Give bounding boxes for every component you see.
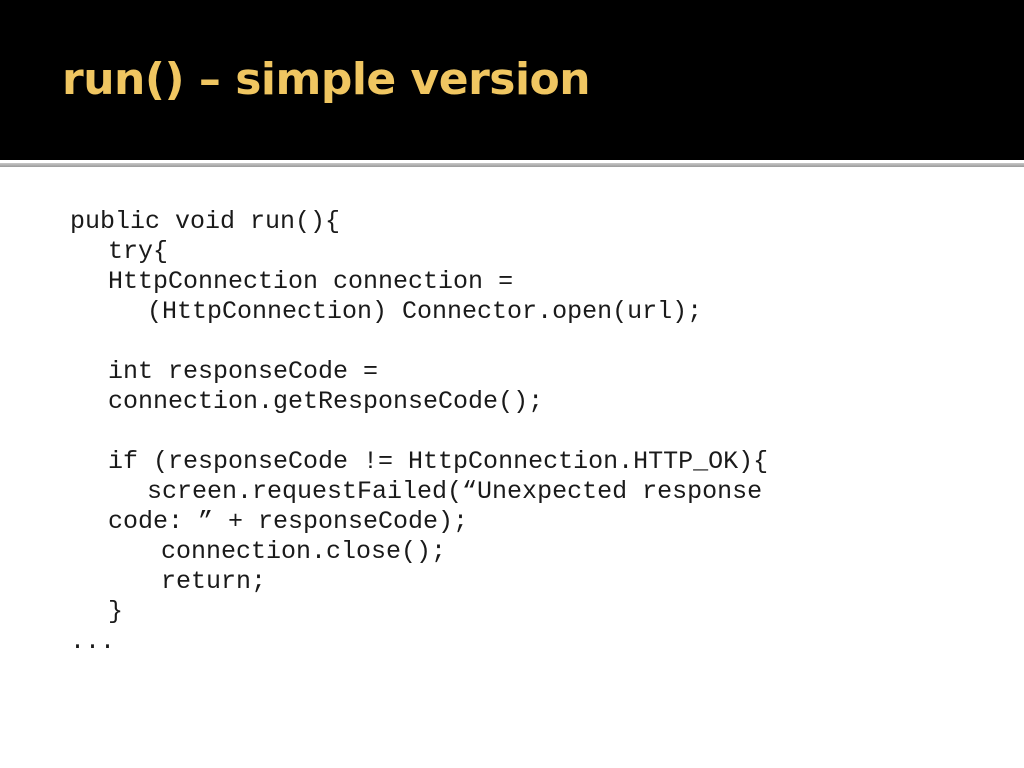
code-line-return: return; xyxy=(161,567,267,596)
code-line-blank xyxy=(70,327,970,357)
slide-title: run() – simple version xyxy=(62,54,591,105)
code-line-request-failed: screen.requestFailed(“Unexpected respons… xyxy=(147,477,763,506)
code-line-response-code-declaration: int responseCode = xyxy=(108,357,379,386)
code-block: public void run(){ try{ HttpConnection c… xyxy=(70,207,970,657)
code-line-ellipsis: ... xyxy=(70,627,116,656)
code-line-connector-open: (HttpConnection) Connector.open(url); xyxy=(147,297,703,326)
title-divider xyxy=(0,163,1024,167)
title-bar: run() – simple version xyxy=(0,0,1024,160)
code-line-closing-brace: } xyxy=(108,597,124,626)
code-line-get-response-code: connection.getResponseCode(); xyxy=(108,387,544,416)
code-line-request-failed-continued: code: ” + responseCode); xyxy=(108,507,469,536)
code-line-connection-close: connection.close(); xyxy=(161,537,447,566)
code-line-if-condition: if (responseCode != HttpConnection.HTTP_… xyxy=(108,447,769,476)
code-line-try: try{ xyxy=(108,237,169,266)
code-line-blank xyxy=(70,417,970,447)
code-line-method-signature: public void run(){ xyxy=(70,207,341,236)
code-line-connection-declaration: HttpConnection connection = xyxy=(108,267,514,296)
